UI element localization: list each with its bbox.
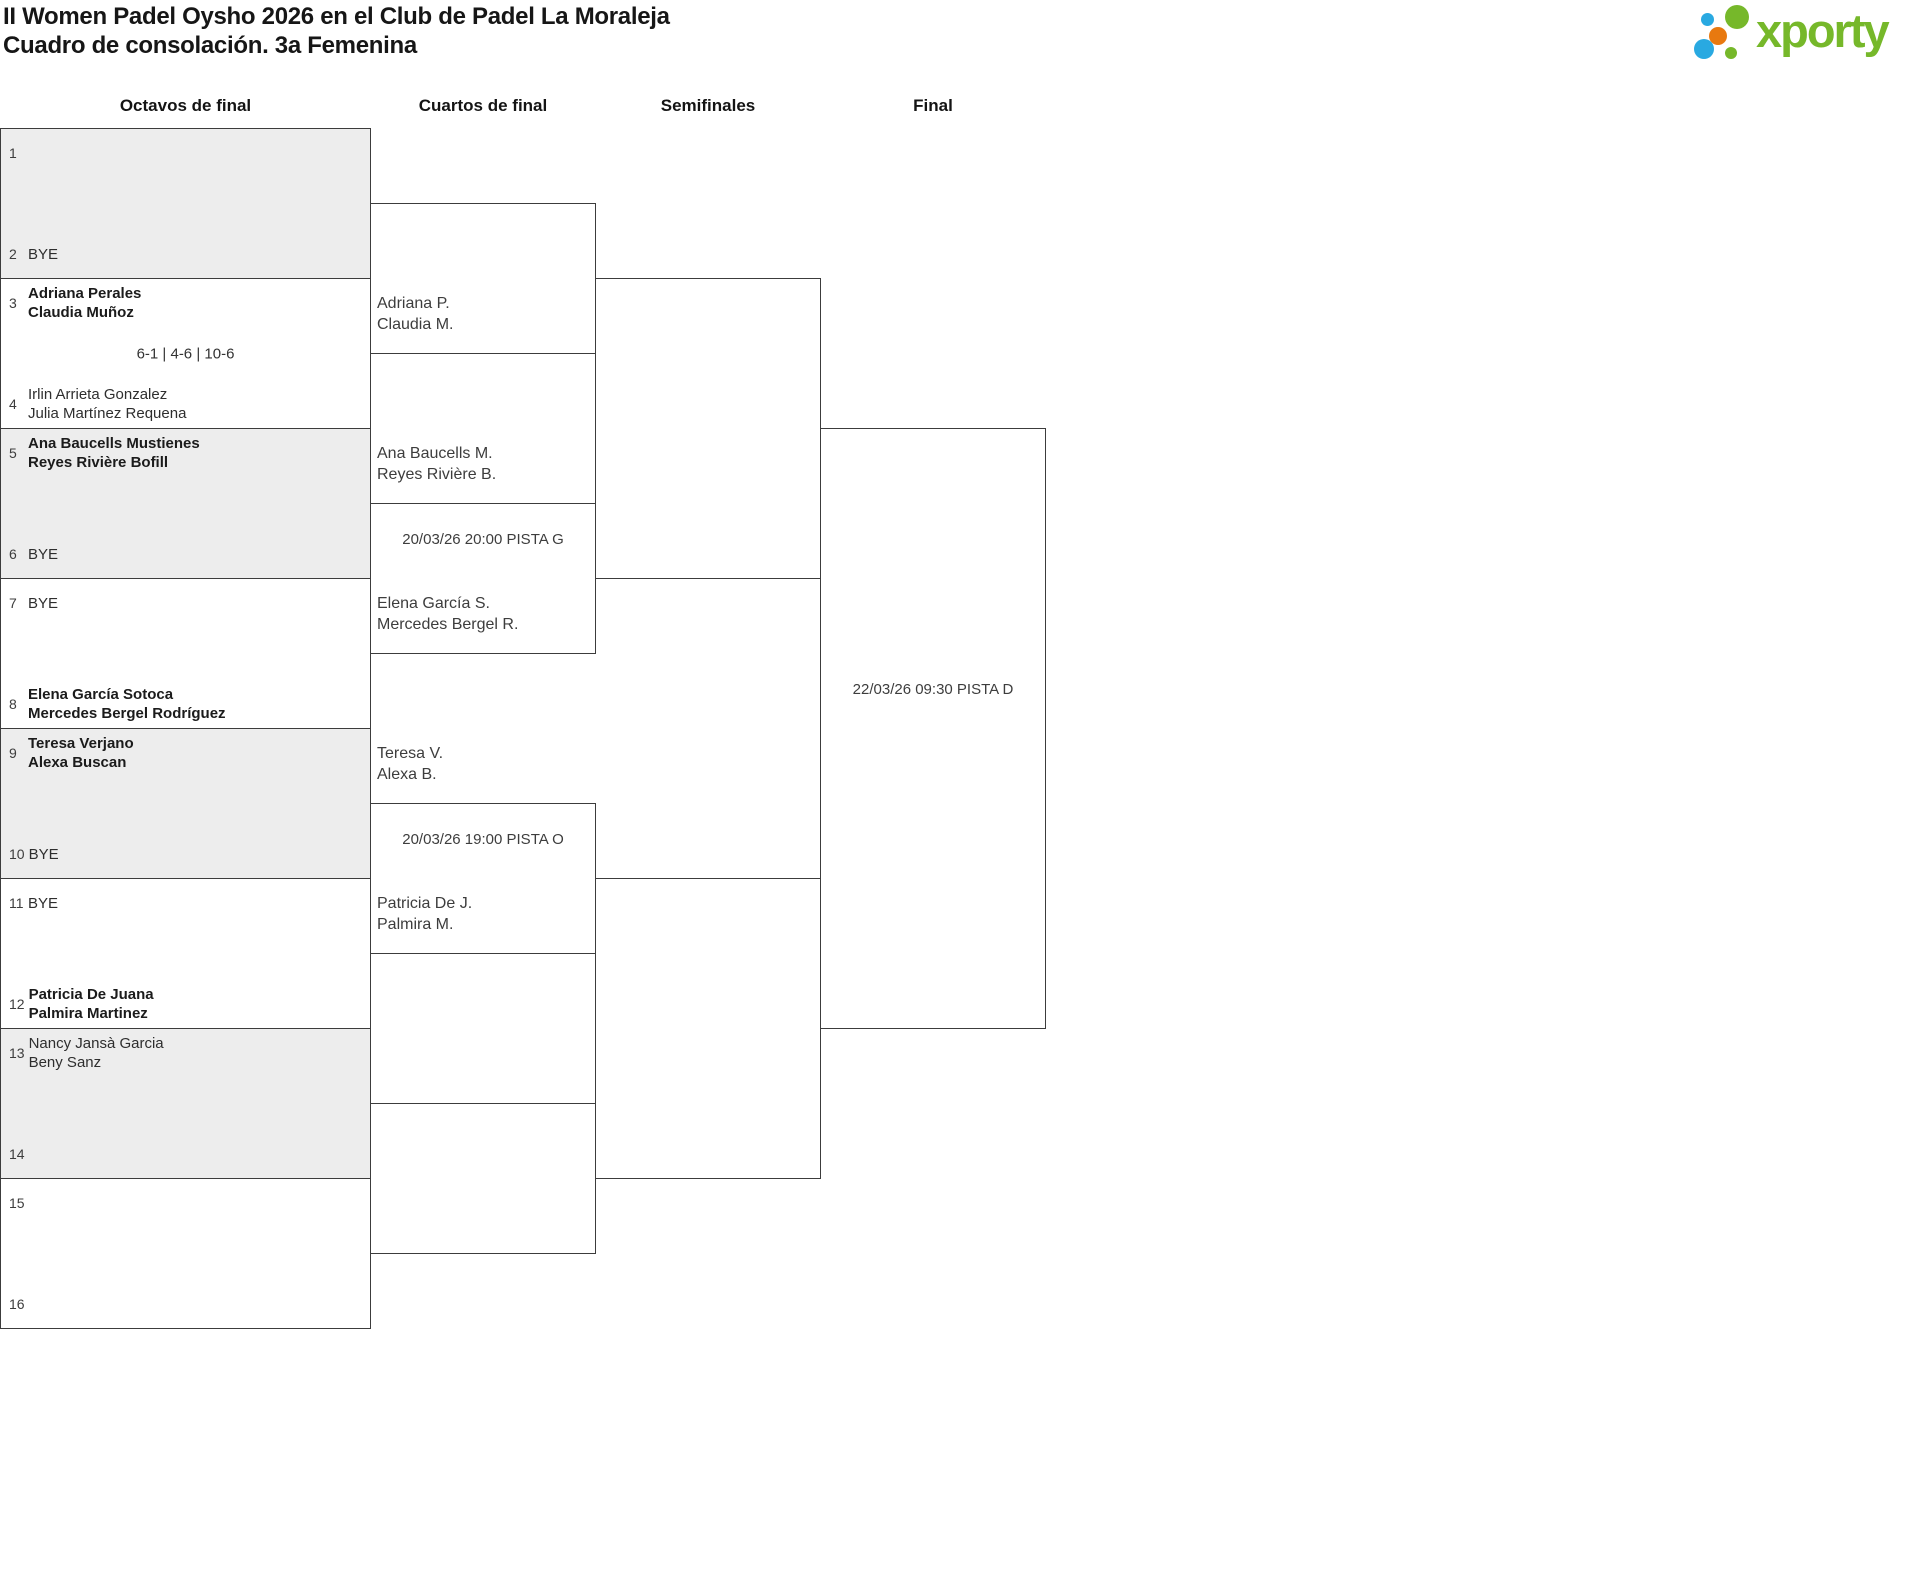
logo-dot-orange-icon — [1709, 27, 1727, 45]
team-names: BYE — [28, 894, 59, 912]
slot-number: 15 — [9, 1195, 25, 1211]
match-schedule-qf3: 20/03/26 19:00 PISTA O — [402, 831, 564, 848]
slot-number: 3 — [9, 295, 17, 311]
slot-number: 14 — [9, 1146, 25, 1162]
slot-number: 11 — [9, 895, 24, 911]
slot-number: 16 — [9, 1296, 25, 1312]
slot-number: 6 — [9, 546, 17, 562]
page-title-line1: II Women Padel Oysho 2026 en el Club de … — [3, 3, 670, 30]
match-final — [820, 428, 1046, 1029]
bracket-slot-11: 11 BYE — [1, 884, 370, 922]
slot-number: 9 — [9, 745, 17, 761]
round-header-semifinales: Semifinales — [660, 96, 756, 115]
match-semifinal-1 — [595, 278, 821, 579]
bracket-slot-6: 6 BYE — [1, 535, 370, 573]
qf-team-label: Adriana P.Claudia M. — [377, 295, 454, 333]
logo-dot-green-large-icon — [1725, 5, 1749, 29]
slot-number: 5 — [9, 445, 17, 461]
team-names: BYE — [28, 594, 59, 612]
match-score: 6-1 | 4-6 | 10-6 — [136, 345, 235, 362]
bracket-slot-2: 2 BYE — [1, 235, 370, 273]
team-names: BYE — [28, 545, 59, 563]
slot-number: 12 — [9, 996, 25, 1012]
qf-team-label: Ana Baucells M.Reyes Rivière B. — [377, 445, 497, 483]
match-octavos-1: 1 2 BYE — [0, 128, 371, 279]
slot-number: 13 — [9, 1045, 25, 1061]
slot-number: 7 — [9, 595, 17, 611]
logo-wordmark: xporty — [1756, 4, 1890, 57]
team-names: BYE — [28, 845, 59, 863]
bracket-slot-16: 16 — [1, 1285, 370, 1323]
qf-team-label: Patricia De J.Palmira M. — [377, 895, 473, 933]
bracket-slot-15: 15 — [1, 1184, 370, 1222]
match-schedule-qf2: 20/03/26 20:00 PISTA G — [402, 531, 564, 548]
bracket-slot-7: 7 BYE — [1, 584, 370, 622]
logo-dots-icon — [1692, 3, 1750, 63]
page-title: II Women Padel Oysho 2026 en el Club de … — [3, 2, 670, 60]
round-header-cuartos: Cuartos de final — [418, 96, 548, 115]
slot-number: 2 — [9, 246, 17, 262]
logo-dot-blue-small-icon — [1701, 13, 1714, 26]
qf-team-label: Elena García S.Mercedes Bergel R. — [377, 595, 519, 633]
round-header-octavos: Octavos de final — [119, 96, 252, 115]
bracket-slot-1: 1 — [1, 134, 370, 172]
bracket-slot-14: 14 — [1, 1135, 370, 1173]
match-schedule-final: 22/03/26 09:30 PISTA D — [852, 681, 1014, 698]
qf-team-label: Teresa V.Alexa B. — [377, 745, 444, 783]
page-title-line2: Cuadro de consolación. 3a Femenina — [3, 32, 417, 59]
slot-number: 1 — [9, 145, 17, 161]
match-cuartos-4 — [370, 1103, 596, 1254]
team-names: BYE — [28, 245, 59, 263]
xporty-logo[interactable]: xporty — [1692, 3, 1890, 63]
logo-dot-green-small-icon — [1725, 47, 1737, 59]
logo-dot-blue-large-icon — [1694, 39, 1714, 59]
slot-number: 4 — [9, 396, 17, 412]
match-octavos-8: 15 16 — [0, 1178, 371, 1329]
slot-number: 10 — [9, 846, 25, 862]
bracket-slot-10: 10 BYE — [1, 835, 370, 873]
slot-number: 8 — [9, 696, 17, 712]
round-header-final: Final — [913, 96, 953, 115]
match-semifinal-2 — [595, 878, 821, 1179]
